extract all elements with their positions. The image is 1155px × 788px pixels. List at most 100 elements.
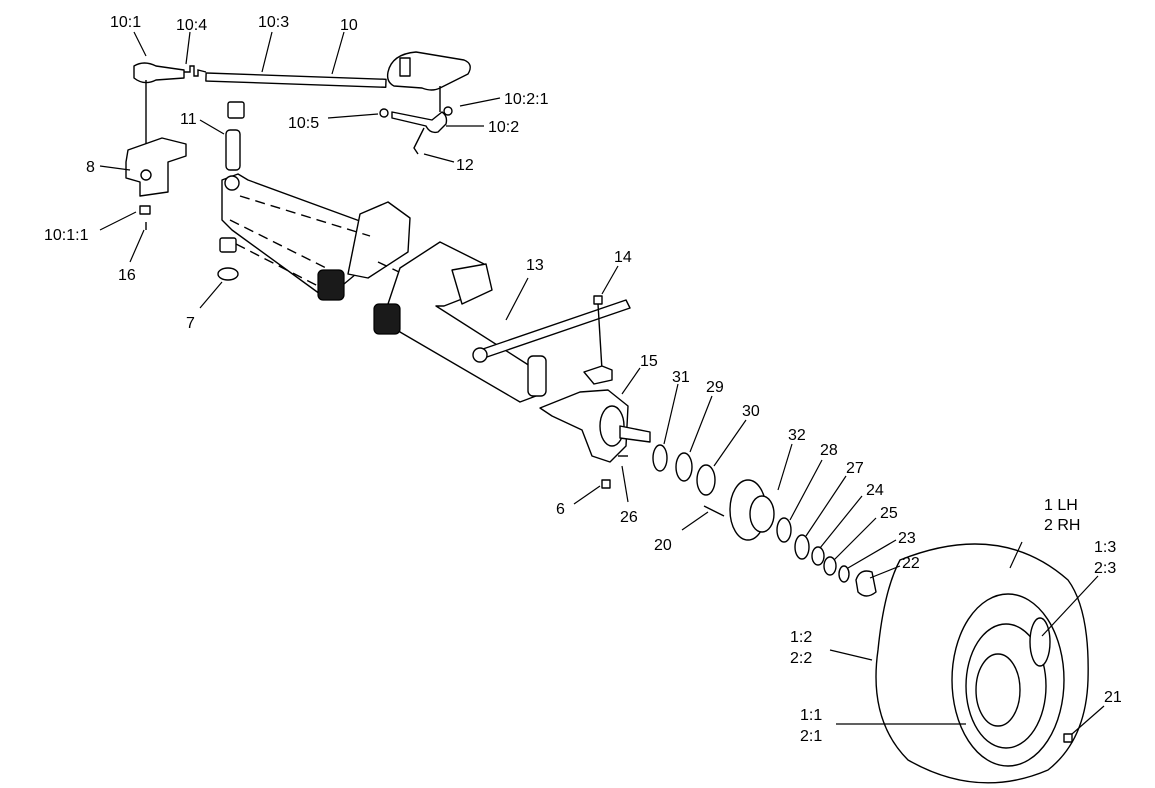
label-1-1: 1:1 <box>800 707 822 724</box>
label-2-2: 2:2 <box>790 650 812 667</box>
nut-10-2-1 <box>443 106 453 116</box>
center-tie-rod <box>479 299 631 359</box>
wheel-assembly <box>875 543 1089 784</box>
label-10-1-1: 10:1:1 <box>44 227 89 244</box>
nut-10-1-1 <box>139 205 151 215</box>
washer-7 <box>217 267 239 281</box>
label-6: 6 <box>556 501 565 518</box>
label-1-lh: 1 LH <box>1044 497 1078 514</box>
cotter-pin-12 <box>413 127 425 155</box>
arm-spindle-boss <box>224 175 240 191</box>
washer-14 <box>583 365 613 385</box>
nut-6 <box>601 479 611 489</box>
pivot-bushing-right <box>373 303 401 335</box>
axle-arm-right-body <box>387 241 537 403</box>
spindle-bushings <box>217 101 245 281</box>
jam-nut <box>184 65 207 77</box>
race-30 <box>696 464 716 496</box>
tie-rod-ball <box>472 347 488 363</box>
cap-22 <box>855 570 877 597</box>
bracket-hole <box>140 169 152 181</box>
label-21: 21 <box>1104 689 1122 706</box>
label-29: 29 <box>706 379 724 396</box>
washer-23 <box>838 565 850 583</box>
label-12: 12 <box>456 157 474 174</box>
label-25: 25 <box>880 505 898 522</box>
callout-labels: 10:1 10:4 10:3 10 10:2:1 10:5 10:2 11 12… <box>44 14 1122 745</box>
label-10: 10 <box>340 17 358 34</box>
label-24: 24 <box>866 482 884 499</box>
hub-32 <box>703 479 775 541</box>
label-28: 28 <box>820 442 838 459</box>
label-30: 30 <box>742 403 760 420</box>
label-10-1: 10:1 <box>110 14 141 31</box>
tie-rod-end-right <box>391 111 448 134</box>
tie-rod-tube <box>205 72 387 88</box>
bolt-14-head <box>593 295 603 305</box>
label-2-3: 2:3 <box>1094 560 1116 577</box>
label-13: 13 <box>526 257 544 274</box>
label-10-4: 10:4 <box>176 17 207 34</box>
label-10-2-1: 10:2:1 <box>504 91 549 108</box>
tie-rod-end-left <box>133 62 185 84</box>
steering-arm <box>379 51 471 155</box>
axle-mount-plate <box>451 263 493 305</box>
leader-lines <box>99 31 1105 735</box>
spindle-tube <box>527 355 547 397</box>
tie-rod-assembly <box>133 62 387 150</box>
label-7: 7 <box>186 315 195 332</box>
pivot-bushing-left <box>317 269 345 301</box>
bolt-14-shank <box>597 303 603 371</box>
bushing-top <box>227 101 245 119</box>
label-1-2: 1:2 <box>790 629 812 646</box>
label-2-rh: 2 RH <box>1044 517 1080 534</box>
label-10-5: 10:5 <box>288 115 319 132</box>
bracket-8 <box>125 137 187 230</box>
label-1-3: 1:3 <box>1094 539 1116 556</box>
label-26: 26 <box>620 509 638 526</box>
washer-24 <box>811 546 825 566</box>
spindle-flange <box>599 405 625 447</box>
spindle-shaft <box>619 425 651 443</box>
seal-31 <box>652 444 668 472</box>
bolt-14 <box>583 295 613 385</box>
tie-rod-13 <box>472 299 631 363</box>
bearing-29 <box>675 452 693 482</box>
bushing-11 <box>225 129 241 171</box>
align-line-2 <box>229 219 331 271</box>
label-20: 20 <box>654 537 672 554</box>
rim-center <box>975 653 1021 727</box>
label-10-3: 10:3 <box>258 14 289 31</box>
valve-stem-1-3 <box>1029 617 1051 667</box>
label-23: 23 <box>898 530 916 547</box>
label-8: 8 <box>86 159 95 176</box>
spindle-15 <box>539 389 651 489</box>
axle-pivot-housing <box>347 201 411 279</box>
label-11: 11 <box>180 111 197 128</box>
axle-arm-left <box>221 173 411 301</box>
label-14: 14 <box>614 249 632 266</box>
label-31: 31 <box>672 369 690 386</box>
hub-bearings <box>652 444 716 496</box>
label-27: 27 <box>846 460 864 477</box>
label-32: 32 <box>788 427 806 444</box>
label-15: 15 <box>640 353 658 370</box>
axle-arm-left-body <box>221 173 369 295</box>
nut-25 <box>823 556 837 576</box>
lug-nut-21 <box>1063 733 1073 743</box>
bearing-27 <box>794 534 810 560</box>
hub-center <box>749 495 775 533</box>
hub-hardware <box>776 517 877 597</box>
race-28 <box>776 517 792 543</box>
bracket-body <box>125 137 187 197</box>
label-16: 16 <box>118 267 136 284</box>
align-line-1 <box>239 195 371 237</box>
steering-arm-shaft <box>399 57 411 77</box>
bushing-lower <box>219 237 237 253</box>
label-2-1: 2:1 <box>800 728 822 745</box>
label-10-2: 10:2 <box>488 119 519 136</box>
stud-20 <box>703 505 725 517</box>
axle-arm-right <box>373 241 547 403</box>
label-22: 22 <box>902 555 920 572</box>
